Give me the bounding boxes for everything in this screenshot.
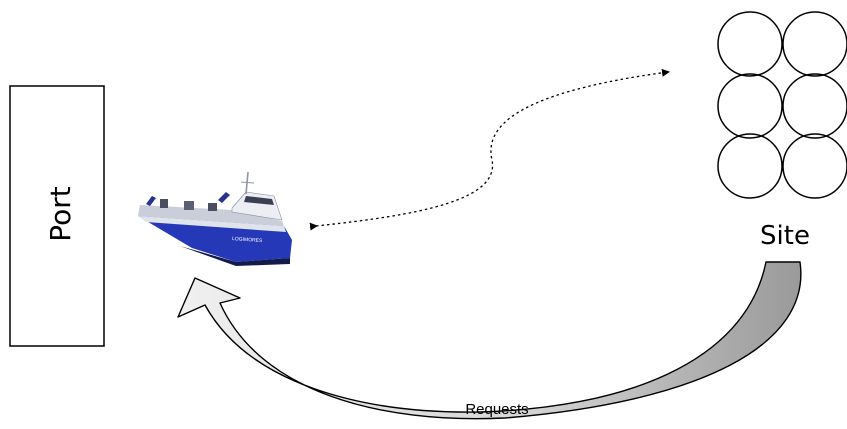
port-label: Port (44, 186, 77, 242)
cage-circle (782, 73, 847, 139)
cage-circle (782, 133, 847, 199)
site-label: Site (760, 221, 810, 251)
requests-arrow (177, 261, 802, 420)
cage-circle (717, 11, 783, 77)
cage-circle (717, 73, 783, 139)
vessel-illustration: LOGIMORES (138, 171, 292, 266)
cage-circle (717, 133, 783, 199)
vessel-name: LOGIMORES (232, 236, 263, 244)
requests-label: Requests (465, 401, 528, 418)
route-dotted-line (309, 68, 670, 231)
cage-circle (782, 11, 847, 77)
site-cages (717, 11, 847, 199)
port-box: Port (9, 85, 105, 347)
